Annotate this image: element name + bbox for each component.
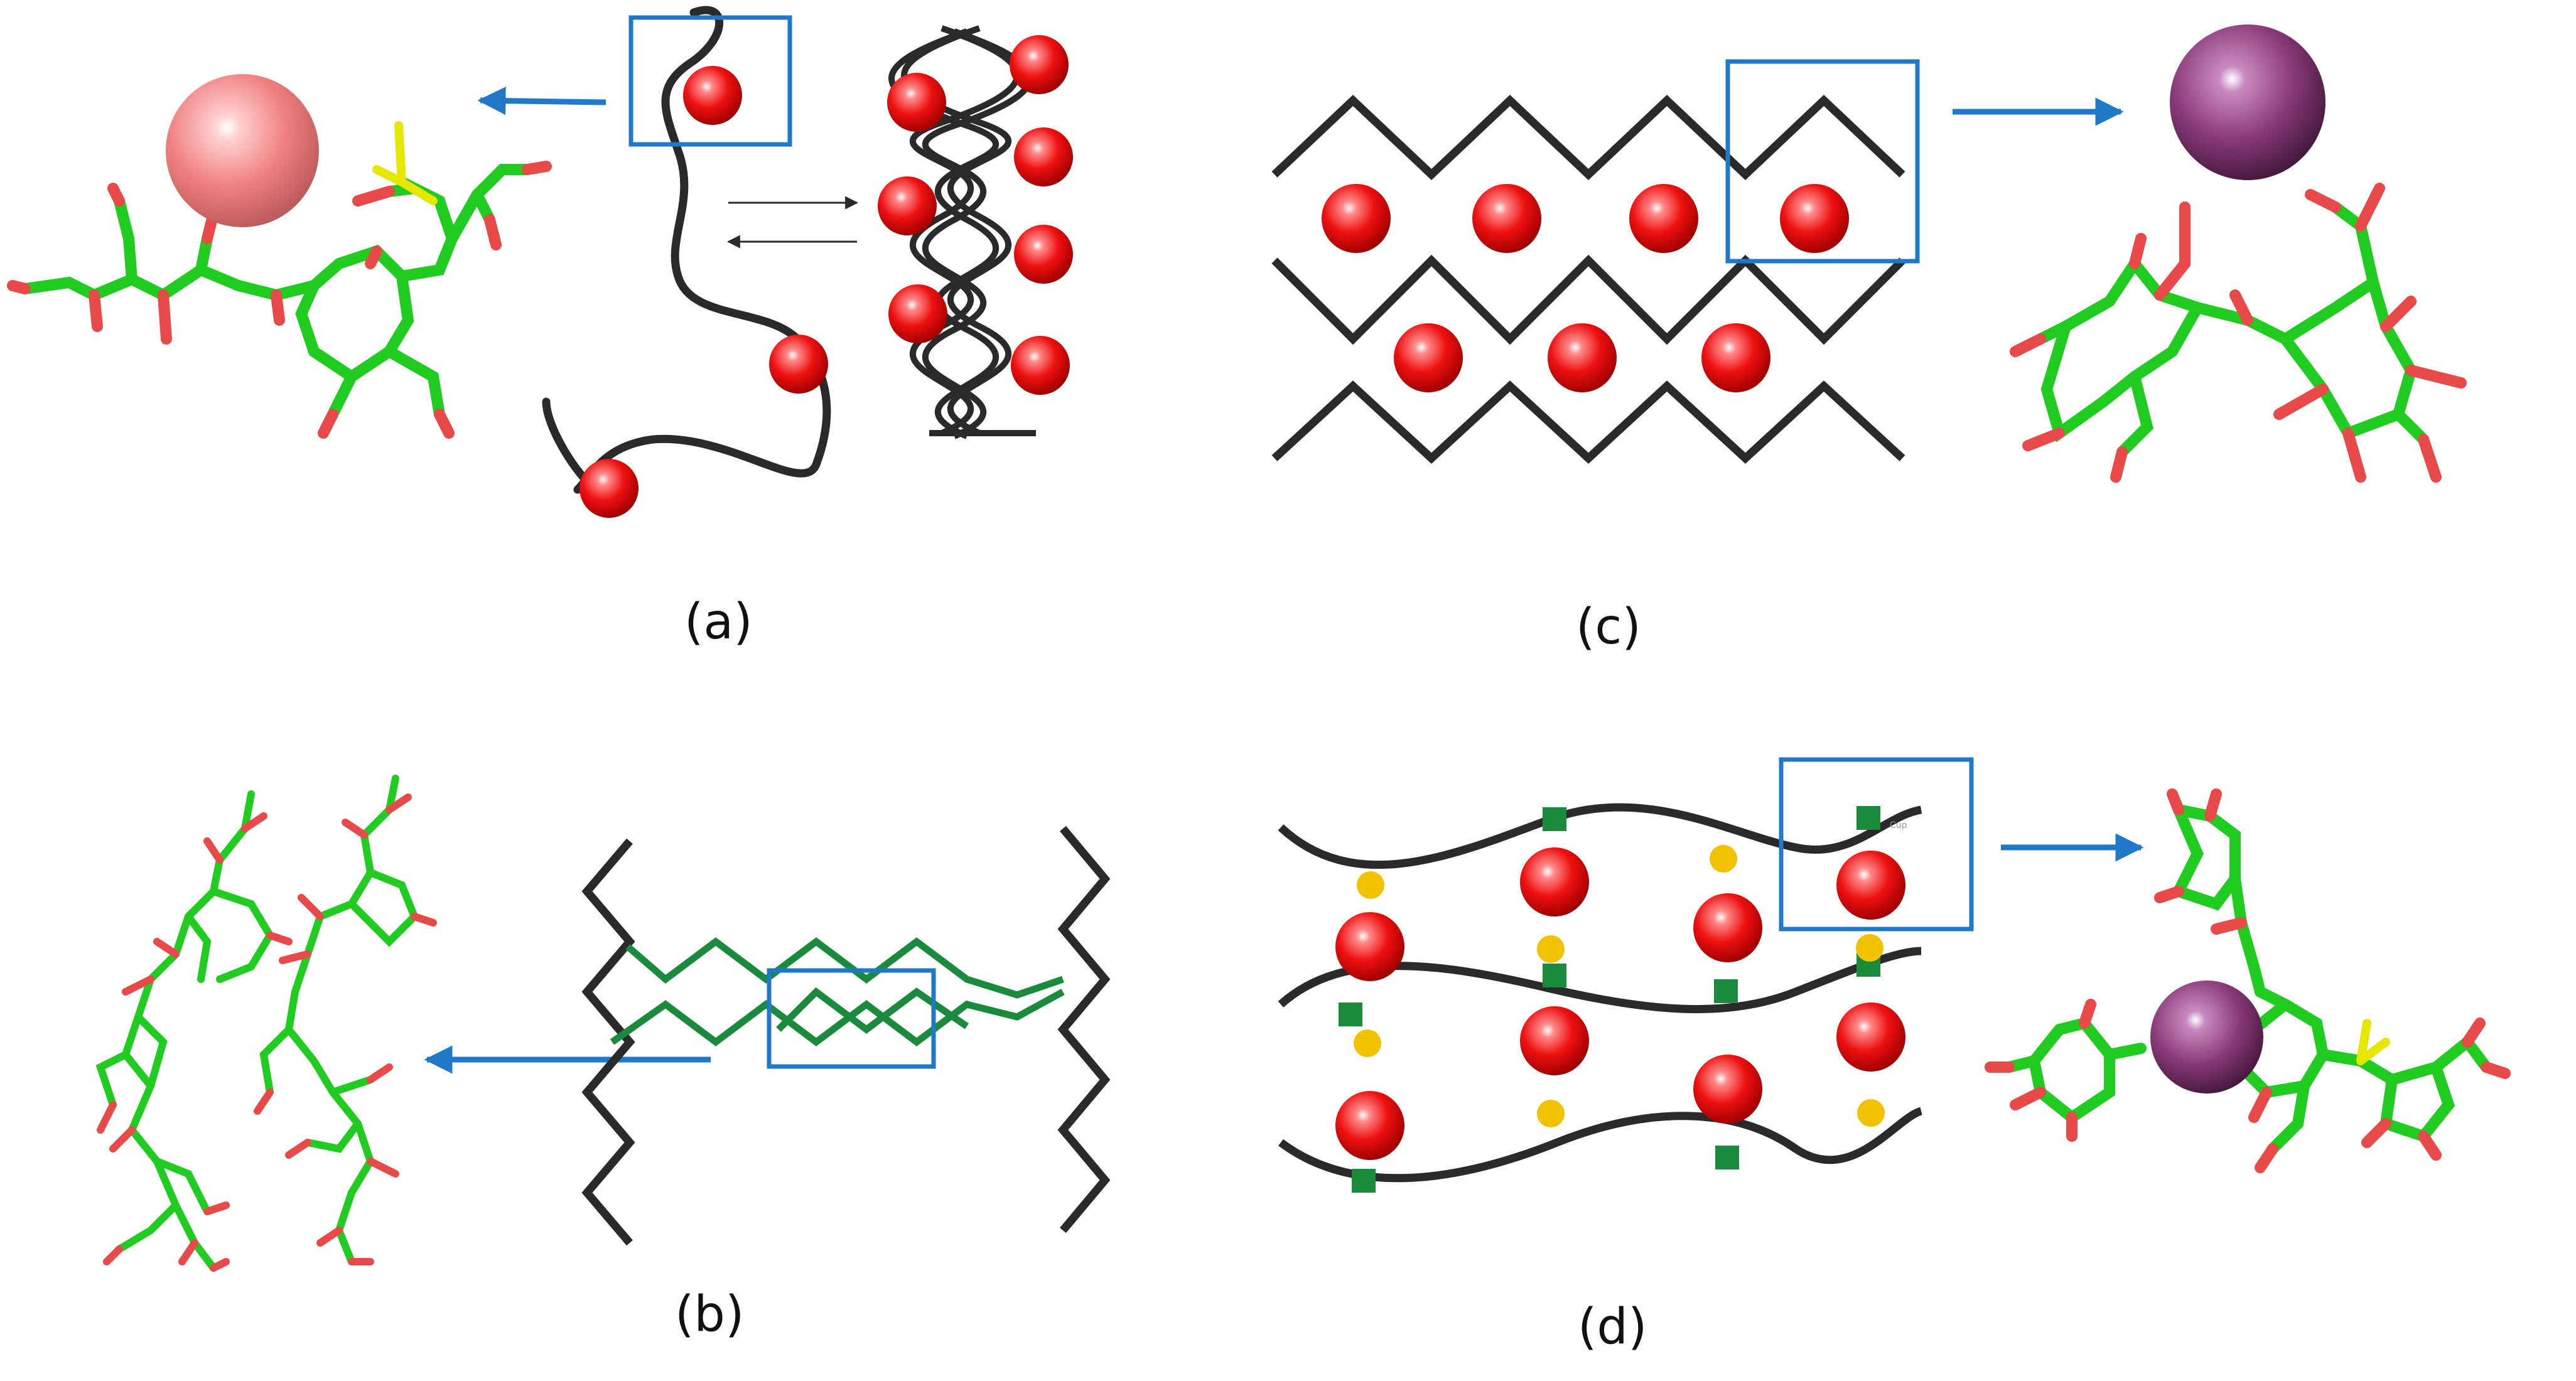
panel-label-c: (c) bbox=[1576, 599, 1641, 655]
cation-ion bbox=[1335, 912, 1404, 981]
cation-ion bbox=[1693, 893, 1762, 962]
panel-label-a: (a) bbox=[684, 594, 753, 650]
cation-ion bbox=[1780, 184, 1849, 253]
junction-markers bbox=[1339, 806, 1885, 1193]
panel-c bbox=[1271, 24, 2467, 483]
highlight-box bbox=[628, 15, 792, 147]
cation-ion bbox=[1836, 851, 1905, 920]
cation-ion bbox=[887, 73, 946, 132]
cation-ion bbox=[1014, 127, 1073, 186]
green-strand-junction bbox=[610, 937, 1065, 1046]
zigzag-chains bbox=[1271, 95, 1905, 464]
panel-a bbox=[7, 6, 1073, 518]
molecular-model-b-left bbox=[95, 790, 293, 1272]
cation-sphere bbox=[2170, 24, 2325, 180]
cation-sphere bbox=[2150, 981, 2263, 1094]
cation-ion bbox=[888, 284, 947, 343]
cation-ion bbox=[1335, 1091, 1404, 1160]
cation-sphere bbox=[166, 74, 319, 227]
panel-label-b: (b) bbox=[675, 1286, 745, 1343]
molecular-model-c bbox=[2010, 183, 2467, 483]
blue-arrow bbox=[477, 87, 606, 116]
cation-ion bbox=[1701, 323, 1770, 392]
cation-ion bbox=[1472, 184, 1541, 253]
cation-ion bbox=[1011, 336, 1070, 395]
cation-ion bbox=[1693, 1055, 1762, 1124]
highlight-box bbox=[767, 968, 936, 1069]
cation-ion bbox=[1010, 35, 1069, 94]
zigzag-side-chains bbox=[581, 825, 1111, 1246]
molecular-model-b-right bbox=[254, 775, 437, 1265]
cation-ion bbox=[1629, 184, 1698, 253]
cation-ion bbox=[1548, 323, 1617, 392]
cation-ion bbox=[1014, 225, 1073, 284]
cation-ion bbox=[683, 66, 742, 125]
cation-ion bbox=[579, 459, 639, 518]
cation-ion bbox=[1836, 1002, 1905, 1072]
panel-b bbox=[95, 775, 1111, 1272]
panel-label-d: (d) bbox=[1578, 1299, 1647, 1355]
cation-ion bbox=[1394, 323, 1463, 392]
cation-ion bbox=[1322, 184, 1391, 253]
cation-ion bbox=[1520, 847, 1589, 916]
panel-d-tiny-mark: Cup bbox=[1890, 820, 1907, 830]
cation-ion bbox=[1520, 1006, 1589, 1075]
molecular-model-d bbox=[1985, 788, 2511, 1173]
cation-ion bbox=[878, 176, 937, 235]
highlight-box bbox=[1779, 757, 1974, 932]
cation-ion bbox=[769, 335, 828, 394]
highlight-box bbox=[1725, 59, 1920, 264]
panel-d bbox=[1278, 757, 2511, 1193]
